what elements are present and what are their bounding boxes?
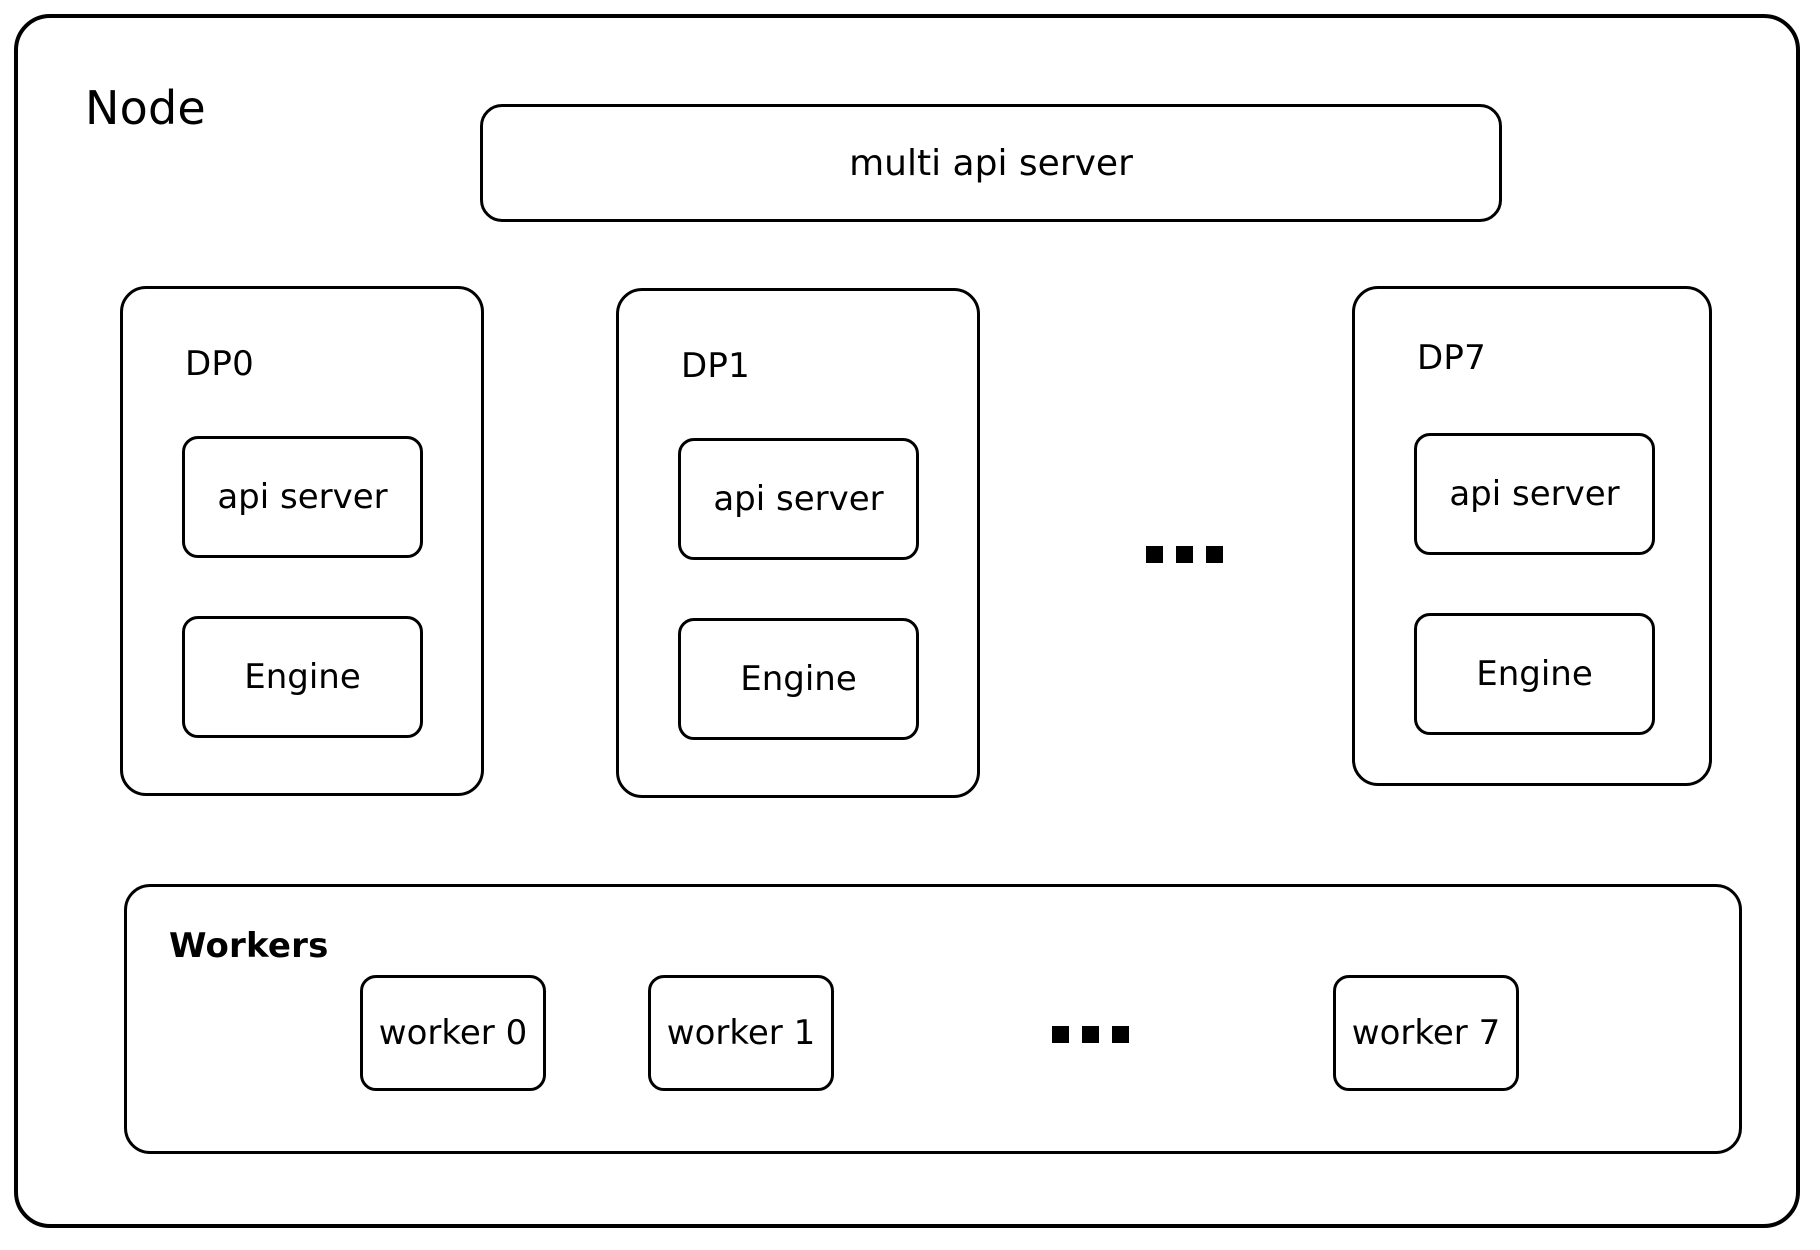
ellipsis-dot [1206, 546, 1223, 563]
dp-group-1[interactable]: DP1 api server Engine [616, 288, 980, 798]
worker-item-0-label: worker 0 [378, 1013, 528, 1053]
dp-group-0-title: DP0 [185, 344, 254, 384]
dp-group-7[interactable]: DP7 api server Engine [1352, 286, 1712, 786]
node-title: Node [85, 81, 206, 135]
worker-item-7[interactable]: worker 7 [1333, 975, 1519, 1091]
worker-item-7-label: worker 7 [1351, 1013, 1501, 1053]
ellipsis-dot [1112, 1026, 1129, 1043]
ellipsis-dot [1052, 1026, 1069, 1043]
multi-api-server-box[interactable]: multi api server [480, 104, 1502, 222]
multi-api-server-label: multi api server [849, 142, 1133, 184]
dp-group-7-title: DP7 [1417, 338, 1486, 378]
worker-item-1-label: worker 1 [666, 1013, 816, 1053]
dp-group-1-engine-label: Engine [740, 659, 857, 699]
ellipsis-dot [1146, 546, 1163, 563]
dp-group-0-api-server-label: api server [217, 477, 388, 517]
dp-group-7-engine[interactable]: Engine [1414, 613, 1655, 735]
ellipsis-dot [1176, 546, 1193, 563]
workers-container[interactable]: Workers worker 0 worker 1 worker 7 [124, 884, 1742, 1154]
dp-group-7-engine-label: Engine [1476, 654, 1593, 694]
dp-group-0-api-server[interactable]: api server [182, 436, 423, 558]
dp-group-0-engine[interactable]: Engine [182, 616, 423, 738]
workers-title: Workers [169, 926, 329, 966]
dp-group-1-api-server[interactable]: api server [678, 438, 919, 560]
dp-group-0-engine-label: Engine [244, 657, 361, 697]
dp-group-7-api-server[interactable]: api server [1414, 433, 1655, 555]
dp-group-1-engine[interactable]: Engine [678, 618, 919, 740]
worker-item-1[interactable]: worker 1 [648, 975, 834, 1091]
worker-item-0[interactable]: worker 0 [360, 975, 546, 1091]
dp-group-1-title: DP1 [681, 346, 750, 386]
dp-groups-ellipsis [1146, 546, 1223, 563]
workers-ellipsis [1052, 1026, 1129, 1043]
ellipsis-dot [1082, 1026, 1099, 1043]
dp-group-0[interactable]: DP0 api server Engine [120, 286, 484, 796]
dp-group-1-api-server-label: api server [713, 479, 884, 519]
dp-group-7-api-server-label: api server [1449, 474, 1620, 514]
